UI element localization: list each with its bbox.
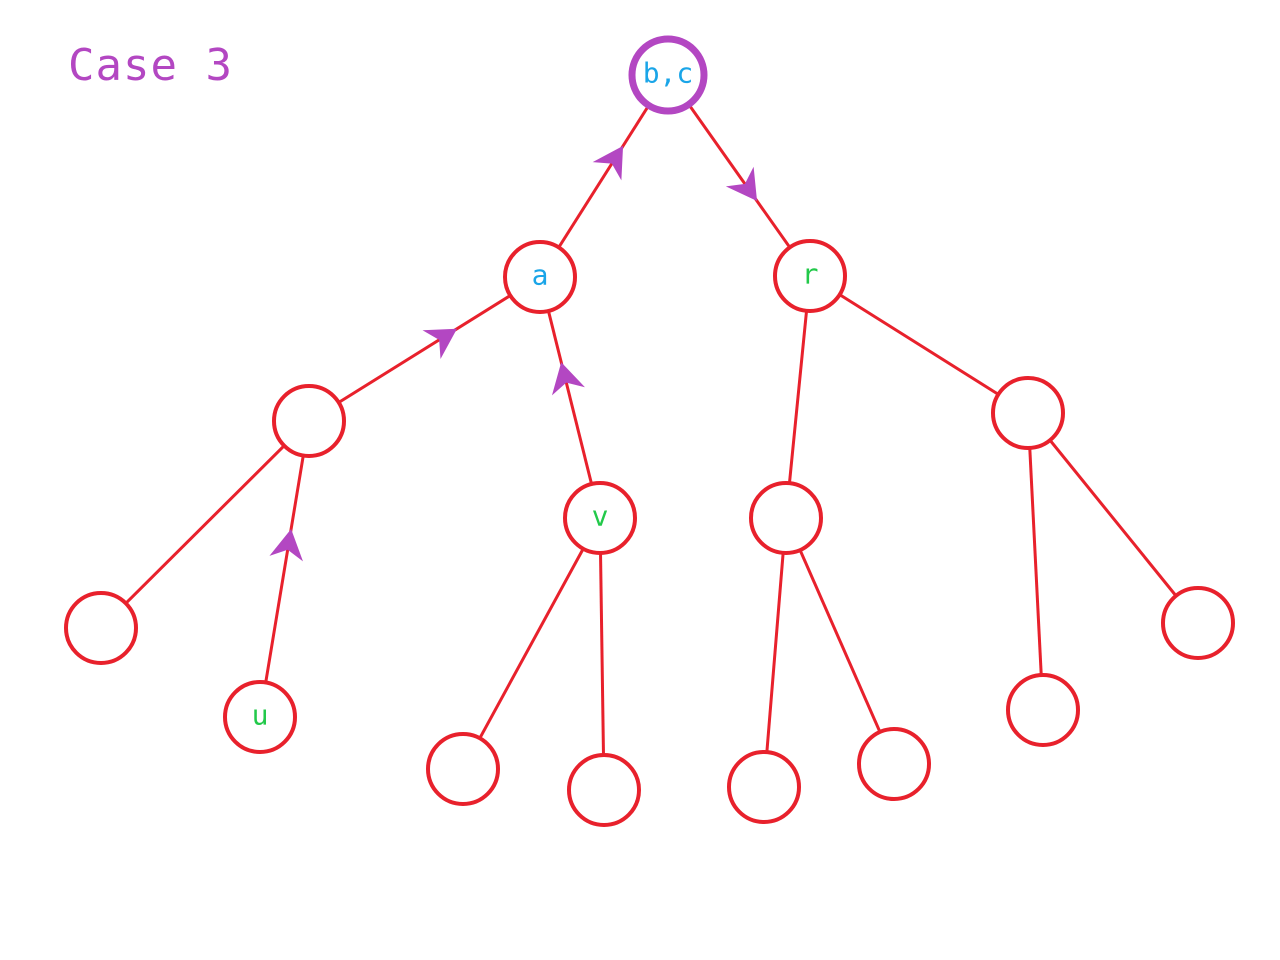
tree-edge-n1-u xyxy=(258,420,311,718)
tree-node-u: u xyxy=(223,680,297,754)
node-circle xyxy=(64,591,138,665)
tree-node-n6 xyxy=(567,753,641,827)
tree-node-n2 xyxy=(749,481,823,555)
node-label: r xyxy=(802,258,819,291)
node-circle xyxy=(857,727,931,801)
node-circle xyxy=(426,732,500,806)
tree-node-n10 xyxy=(1161,586,1235,660)
tree-node-n4 xyxy=(64,591,138,665)
node-circle xyxy=(272,384,346,458)
tree-edge-n3-n9 xyxy=(1026,412,1045,711)
nodes-layer: b,c a r v u xyxy=(64,35,1235,827)
arrowhead-n1-u xyxy=(269,529,303,562)
tree-edge-a-v xyxy=(538,276,602,519)
tree-node-r: r xyxy=(773,239,847,313)
node-label: b,c xyxy=(643,57,694,90)
tree-node-n5 xyxy=(426,732,500,806)
node-circle xyxy=(223,680,297,754)
node-circle xyxy=(563,481,637,555)
node-label: a xyxy=(532,259,549,292)
arrowhead-a-v xyxy=(551,362,585,396)
case-title: Case 3 xyxy=(68,40,233,91)
tree-edge-r-n2 xyxy=(784,275,812,519)
arrowhead-root-r xyxy=(725,166,758,202)
tree-node-a: a xyxy=(503,240,577,314)
node-circle xyxy=(628,35,708,115)
node-circle xyxy=(1161,586,1235,660)
tree-node-n1 xyxy=(272,384,346,458)
tree-node-n9 xyxy=(1006,673,1080,747)
tree-edge-n2-n8 xyxy=(784,517,896,765)
arrowhead-a-n1 xyxy=(422,328,457,360)
node-circle xyxy=(991,376,1065,450)
tree-edge-root-r xyxy=(666,74,812,277)
tree-edge-r-n3 xyxy=(809,274,1029,415)
node-circle xyxy=(773,239,847,313)
edges-layer xyxy=(99,74,1200,791)
node-circle xyxy=(503,240,577,314)
tree-edge-v-n5 xyxy=(461,517,602,770)
tree-edge-root-a xyxy=(538,74,670,278)
node-circle xyxy=(727,750,801,824)
tree-edge-n2-n7 xyxy=(762,517,788,788)
tree-node-root: b,c xyxy=(628,35,708,115)
node-label: u xyxy=(252,699,269,732)
tree-edge-n3-n10 xyxy=(1026,412,1200,624)
arrowhead-root-a xyxy=(592,145,624,181)
node-circle xyxy=(567,753,641,827)
node-circle xyxy=(1006,673,1080,747)
tree-edge-n1-n4 xyxy=(99,419,311,630)
tree-node-v: v xyxy=(563,481,637,555)
tree-edge-v-n6 xyxy=(598,517,606,791)
tree-node-n3 xyxy=(991,376,1065,450)
tree-node-n8 xyxy=(857,727,931,801)
tree-node-n7 xyxy=(727,750,801,824)
node-label: v xyxy=(592,500,609,533)
arrows-layer xyxy=(269,145,758,562)
node-circle xyxy=(749,481,823,555)
tree-edge-a-n1 xyxy=(308,275,541,423)
